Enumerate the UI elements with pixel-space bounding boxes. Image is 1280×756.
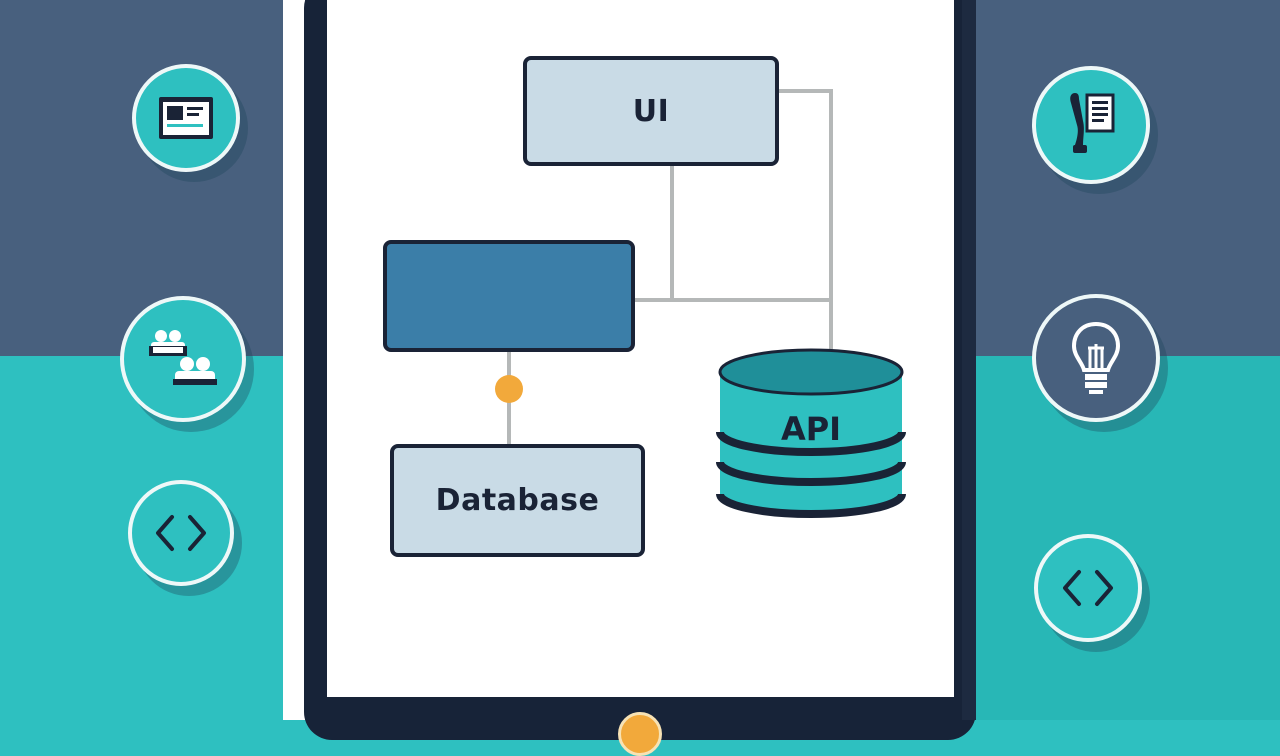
code-brackets-button-left[interactable] (128, 480, 234, 586)
architecture-diagram (495, 89, 906, 518)
code-window-button[interactable] (132, 64, 240, 172)
database-node-label: Database (435, 483, 600, 518)
code-brackets-button-right[interactable] (1034, 534, 1142, 642)
code-window-icon (159, 97, 213, 139)
team-meeting-button[interactable] (120, 296, 246, 422)
unlabeled-node[interactable] (383, 240, 635, 352)
device-edge-highlight (283, 0, 305, 720)
document-phone-icon (1070, 93, 1115, 153)
device-edge-shadow (962, 0, 976, 720)
api-node-label: API (780, 410, 842, 448)
ui-node-label: UI (632, 93, 670, 129)
connector-ui-right (779, 89, 833, 360)
background-teal-shade (975, 356, 1280, 720)
junction-dot (495, 375, 523, 403)
document-phone-button[interactable] (1032, 66, 1150, 184)
lightbulb-icon (1071, 321, 1121, 394)
code-brackets-icon (1063, 570, 1113, 606)
ui-node[interactable]: UI (523, 56, 779, 166)
team-meeting-icon (149, 330, 217, 385)
api-cylinder (716, 348, 906, 518)
database-node[interactable]: Database (390, 444, 645, 557)
code-brackets-icon (156, 515, 206, 551)
lightbulb-button[interactable] (1032, 294, 1160, 422)
